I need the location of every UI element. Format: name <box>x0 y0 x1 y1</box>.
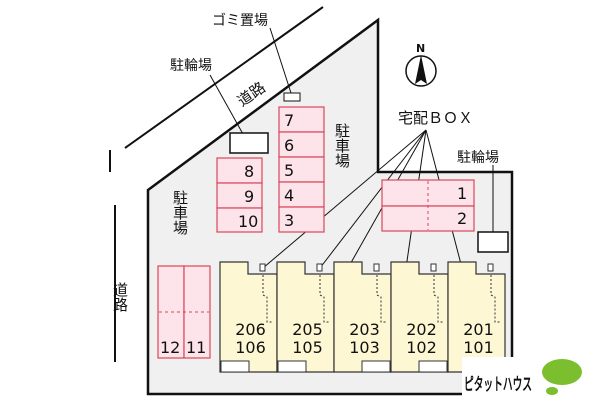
unit-number: 102 <box>406 338 437 357</box>
unit-entrance <box>361 360 391 373</box>
parking-number: 3 <box>284 211 294 230</box>
delivery-box-icon <box>259 263 266 272</box>
unit-number: 101 <box>463 338 494 357</box>
logo-text: ピタットハウス <box>464 375 532 395</box>
parking-number: 9 <box>244 187 254 206</box>
parking-number: 4 <box>284 186 294 205</box>
unit-number: 105 <box>292 338 323 357</box>
unit-number: 206 <box>235 320 266 339</box>
bike-parking-right <box>477 231 509 253</box>
parking-left-label: 駐車場 <box>171 190 189 235</box>
unit-number: 203 <box>349 320 380 339</box>
unit-entrance <box>220 360 250 373</box>
road-edge <box>124 6 324 149</box>
parking-space-9 <box>216 182 263 209</box>
road-left-label: 道路 <box>111 282 129 312</box>
garbage-label: ゴミ置場 <box>212 12 268 29</box>
delivery-box-icon <box>316 263 323 272</box>
parking-number: 12 <box>160 338 180 357</box>
parking-number: 10 <box>238 212 258 231</box>
delivery-box-icon <box>430 263 437 272</box>
parking-number: 2 <box>457 209 467 228</box>
parking-space-10 <box>216 207 263 233</box>
bike-parking-left-label: 駐輪場 <box>170 57 212 74</box>
unit-number: 205 <box>292 320 323 339</box>
unit-entrance <box>418 360 448 373</box>
north-arrow-icon: N <box>405 42 437 87</box>
unit-entrance <box>277 360 307 373</box>
parking-number: 11 <box>186 338 206 357</box>
parking-number: 7 <box>284 111 294 130</box>
unit-number: 201 <box>463 320 494 339</box>
north-label: N <box>416 42 425 55</box>
parking-center-label: 駐車場 <box>333 123 351 168</box>
parking-number: 1 <box>457 184 467 203</box>
bike-parking-right-label: 駐輪場 <box>457 149 499 166</box>
parking-space-5 <box>278 156 325 183</box>
delivery-box-icon <box>373 263 380 272</box>
parking-number: 8 <box>244 162 254 181</box>
delivery-box-label: 宅配ＢＯＸ <box>398 109 473 127</box>
parking-space-8 <box>216 157 263 184</box>
logo: ピタットハウス <box>462 357 600 400</box>
unit-number: 202 <box>406 320 437 339</box>
parking-number: 6 <box>284 136 294 155</box>
parking-space-4 <box>278 181 325 208</box>
delivery-box-icon <box>487 263 494 272</box>
parking-space-6 <box>278 131 325 158</box>
unit-number: 103 <box>349 338 380 357</box>
bike-parking-left <box>229 132 269 154</box>
unit-number: 106 <box>235 338 266 357</box>
garbage-area <box>283 92 301 102</box>
parking-number: 5 <box>284 161 294 180</box>
parking-space-3 <box>278 206 325 233</box>
logo-bubble-icon <box>542 359 582 385</box>
